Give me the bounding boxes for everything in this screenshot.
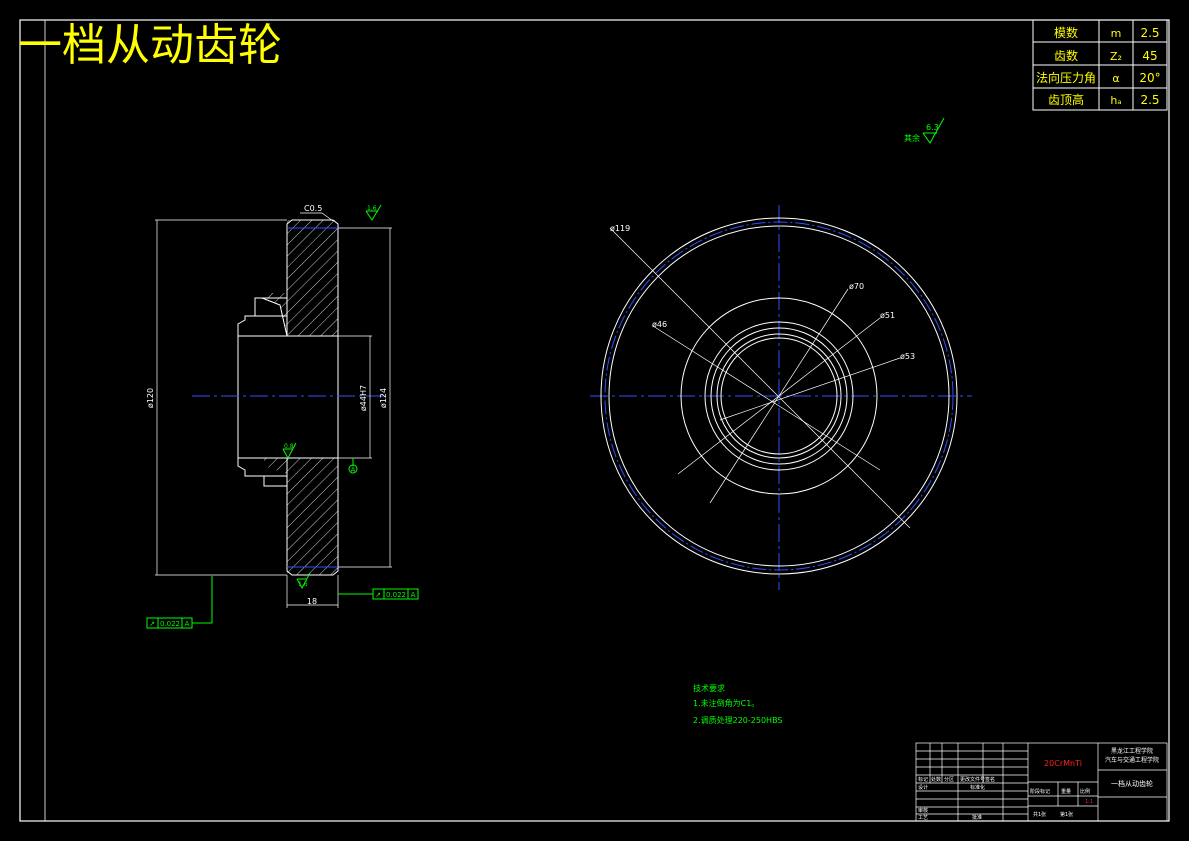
param-symbol: Z₂ bbox=[1110, 50, 1122, 63]
svg-text:比例: 比例 bbox=[1080, 788, 1090, 795]
circle-boss-inner bbox=[710, 327, 848, 465]
param-name: 法向压力角 bbox=[1036, 70, 1096, 85]
svg-text:共1张: 共1张 bbox=[1033, 811, 1046, 818]
dim-bore: ø44H7 bbox=[359, 385, 368, 411]
circle-hub bbox=[680, 297, 878, 495]
material: 20CrMnTi bbox=[1044, 759, 1082, 768]
svg-text:第1张: 第1张 bbox=[1060, 811, 1073, 818]
inner-border bbox=[44, 19, 1170, 822]
svg-text:工艺: 工艺 bbox=[918, 815, 928, 821]
param-value: 45 bbox=[1142, 49, 1157, 63]
title-block-text: 20CrMnTi 黑龙江工程学院 汽车与交通工程学院 一档从动齿轮 标记 处数 … bbox=[918, 747, 1159, 821]
svg-text:标准化: 标准化 bbox=[970, 784, 985, 791]
hatch-upper bbox=[262, 220, 338, 336]
gear-parameter-table: 模数 m 2.5 齿数 Z₂ 45 法向压力角 α 20° 齿顶高 hₐ 2.5 bbox=[1032, 19, 1168, 111]
svg-text:阶段标记: 阶段标记 bbox=[1030, 788, 1050, 795]
svg-text:2.调质处理220-250HBS: 2.调质处理220-250HBS bbox=[693, 715, 783, 725]
section-outline bbox=[237, 219, 339, 576]
part-name: 一档从动齿轮 bbox=[1111, 779, 1153, 788]
drawing-title: 一档从动齿轮 bbox=[18, 20, 282, 71]
dim-46: ø46 bbox=[652, 320, 667, 329]
circle-root bbox=[608, 225, 950, 567]
svg-text:6.3: 6.3 bbox=[926, 123, 939, 132]
roughness-bore: 0.8 bbox=[282, 442, 297, 460]
svg-text:批准: 批准 bbox=[972, 814, 982, 821]
svg-text:签名: 签名 bbox=[985, 776, 995, 783]
chamfer-label: C0.5 bbox=[304, 204, 322, 213]
tolerance-frame-right: ↗ 0.022 A bbox=[338, 588, 419, 600]
svg-text:技术要求: 技术要求 bbox=[693, 683, 725, 693]
hatch-lower bbox=[264, 458, 338, 575]
svg-text:1.6: 1.6 bbox=[298, 581, 308, 588]
param-value: 2.5 bbox=[1140, 26, 1159, 40]
param-value: 20° bbox=[1139, 71, 1160, 85]
param-symbol: hₐ bbox=[1110, 94, 1121, 107]
svg-text:↗: ↗ bbox=[149, 620, 155, 628]
svg-text:A: A bbox=[185, 620, 190, 628]
svg-text:更改文件号: 更改文件号 bbox=[960, 776, 985, 783]
tolerance-frame-left: ↗ 0.022 A bbox=[146, 576, 213, 629]
circle-bore bbox=[720, 337, 838, 455]
general-roughness-mark: 其余 6.3 bbox=[904, 117, 945, 144]
svg-text:0.8: 0.8 bbox=[284, 443, 294, 450]
param-symbol: α bbox=[1112, 72, 1119, 85]
svg-text:标记: 标记 bbox=[918, 776, 928, 783]
param-symbol: m bbox=[1111, 27, 1122, 40]
svg-text:0.022: 0.022 bbox=[386, 591, 406, 599]
svg-text:设计: 设计 bbox=[918, 784, 928, 791]
front-view: ø119 ø70 ø46 ø51 ø53 bbox=[590, 205, 972, 590]
technical-requirements: 技术要求 1.未注倒角为C1。 2.调质处理220-250HBS bbox=[693, 683, 783, 725]
dim-root: ø124 bbox=[379, 388, 388, 408]
dim-119: ø119 bbox=[610, 224, 630, 233]
circle-pitch bbox=[604, 221, 954, 571]
svg-text:审核: 审核 bbox=[918, 807, 928, 814]
outer-border bbox=[19, 19, 1170, 822]
dim-outer: ø120 bbox=[146, 388, 155, 408]
svg-text:分区: 分区 bbox=[944, 776, 954, 783]
dim-70: ø70 bbox=[849, 282, 864, 291]
roughness-bottom: 1.6 bbox=[296, 572, 311, 590]
param-name: 齿顶高 bbox=[1048, 92, 1084, 107]
svg-text:其余: 其余 bbox=[904, 133, 920, 143]
dim-53: ø53 bbox=[900, 352, 915, 361]
roughness-top: 1.6 bbox=[365, 204, 382, 221]
svg-text:1.未注倒角为C1。: 1.未注倒角为C1。 bbox=[693, 698, 759, 708]
svg-text:1.6: 1.6 bbox=[367, 205, 377, 212]
svg-text:处数: 处数 bbox=[931, 776, 941, 783]
dim-width: 18 bbox=[307, 597, 317, 606]
svg-text:0.022: 0.022 bbox=[160, 620, 180, 628]
dim-51: ø51 bbox=[880, 311, 895, 320]
svg-text:1:1: 1:1 bbox=[1085, 799, 1093, 805]
title-block bbox=[915, 742, 1168, 822]
school-name: 黑龙江工程学院 bbox=[1111, 747, 1153, 755]
datum-a: A bbox=[348, 458, 358, 474]
section-view: ø120 ø124 ø44H7 18 C0.5 1.6 0.8 1. bbox=[146, 204, 419, 629]
circle-bore-chamfer bbox=[716, 333, 842, 459]
param-value: 2.5 bbox=[1140, 93, 1159, 107]
svg-text:A: A bbox=[351, 466, 356, 474]
svg-text:重量: 重量 bbox=[1061, 788, 1071, 795]
param-name: 齿数 bbox=[1054, 48, 1078, 63]
circle-outer bbox=[600, 217, 958, 575]
circle-boss bbox=[704, 321, 854, 471]
svg-text:A: A bbox=[411, 591, 416, 599]
department-name: 汽车与交通工程学院 bbox=[1105, 756, 1159, 764]
svg-text:↗: ↗ bbox=[375, 591, 381, 599]
param-name: 模数 bbox=[1054, 25, 1078, 40]
